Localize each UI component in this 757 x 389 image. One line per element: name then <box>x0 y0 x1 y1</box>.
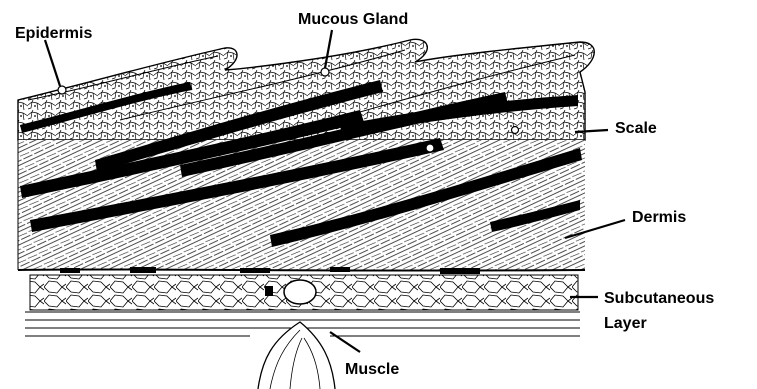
epidermis-leader <box>45 40 60 86</box>
muscle-leader <box>330 332 360 352</box>
muscle-label: Muscle <box>345 361 399 378</box>
epidermis-label: Epidermis <box>15 25 92 42</box>
subcutaneous-label-line1: Subcutaneous <box>604 290 714 307</box>
mucous-gland-label: Mucous Gland <box>298 11 408 28</box>
muscle-layer <box>25 312 580 389</box>
subcutaneous-layer <box>30 275 578 310</box>
scale-label: Scale <box>615 120 657 137</box>
subcutaneous-label-line2: Layer <box>604 315 647 332</box>
dermis-label: Dermis <box>632 209 686 226</box>
